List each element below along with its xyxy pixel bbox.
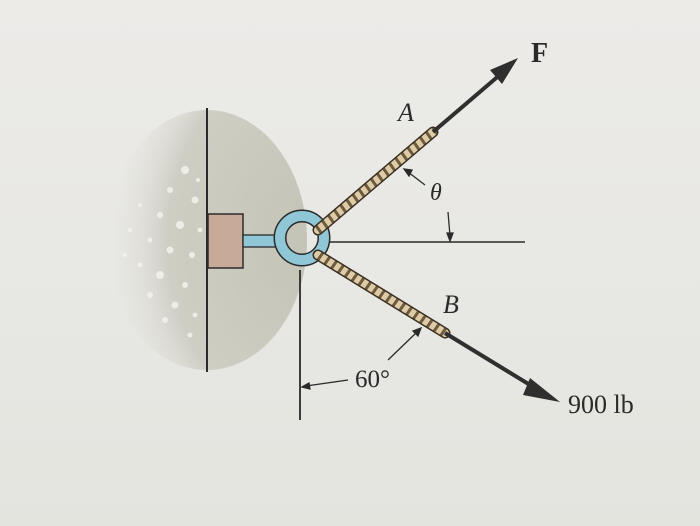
rope-a xyxy=(312,126,439,236)
angle-60-dimension-arrows xyxy=(300,326,423,390)
wall xyxy=(107,108,307,372)
force-f-arrow xyxy=(431,58,518,134)
label-point-a: A xyxy=(398,98,414,127)
force-900-arrow xyxy=(443,331,560,402)
label-point-b: B xyxy=(443,290,459,319)
label-theta: θ xyxy=(430,180,442,206)
label-force-f: F xyxy=(531,38,549,69)
theta-dimension-arrows xyxy=(402,168,454,243)
label-angle-60: 60° xyxy=(355,366,390,393)
label-force-900: 900 lb xyxy=(568,390,634,419)
eyebolt xyxy=(242,209,331,267)
bracket xyxy=(207,213,244,269)
rope-b xyxy=(312,249,451,339)
